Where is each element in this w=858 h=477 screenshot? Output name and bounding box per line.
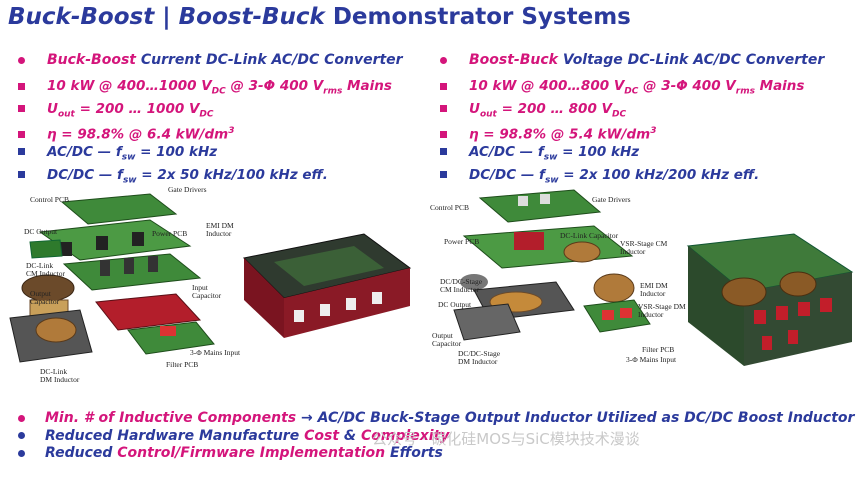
bullet-square-icon <box>440 131 447 139</box>
left-label-4: EMI DM Inductor <box>206 221 234 238</box>
bullet-dot-icon <box>18 56 25 64</box>
right-label-4: VSR-Stage CM Inductor <box>620 239 668 256</box>
title-part-buck-boost: Buck-Boost <box>8 4 155 30</box>
left-label-10: Filter PCB <box>166 360 199 369</box>
left-photo <box>234 228 412 340</box>
left-label-9: DC-Link DM Inductor <box>40 367 80 384</box>
right-spec-acdc: AC/DC — fsw = 100 kHz <box>440 144 858 167</box>
left-spec-efficiency: η = 98.8% @ 6.4 kW/dm3 <box>18 123 438 144</box>
right-label-6: EMI DM Inductor <box>640 281 668 298</box>
summary-bullets: Min. # of Inductive Components → AC/DC B… <box>18 410 854 463</box>
title-part-boost-buck: Boost-Buck <box>178 4 325 30</box>
left-column: Buck-Boost Current DC-Link AC/DC Convert… <box>18 52 438 189</box>
left-heading-rest: Current DC-Link AC/DC Converter <box>136 52 403 68</box>
summary-bullet-2: Reduced Control/Firmware Implementation … <box>18 445 854 463</box>
right-column: Boost-Buck Voltage DC-Link AC/DC Convert… <box>440 52 858 189</box>
left-label-8: 3-Φ Mains Input <box>190 348 241 357</box>
right-label-5: DC/DC-Stage CM Inductor <box>440 277 483 294</box>
bullet-square-icon <box>440 105 447 113</box>
left-heading-mag: Buck-Boost <box>47 52 136 68</box>
left-heading: Buck-Boost Current DC-Link AC/DC Convert… <box>18 52 438 68</box>
right-spec-efficiency: η = 98.8% @ 5.4 kW/dm3 <box>440 123 858 144</box>
right-label-8: VSR-Stage DM Inductor <box>638 302 686 319</box>
left-spec-power: 10 kW @ 400…1000 VDC @ 3-Φ 400 Vrms Main… <box>18 78 438 101</box>
right-exploded-view <box>424 182 684 378</box>
bullet-square-icon <box>18 148 25 156</box>
right-label-7: DC Output <box>438 300 472 309</box>
summary-bullet-0: Min. # of Inductive Components → AC/DC B… <box>18 410 854 428</box>
title-separator: | <box>154 4 179 30</box>
bullet-dot-icon <box>18 449 25 457</box>
left-specs: 10 kW @ 400…1000 VDC @ 3-Φ 400 Vrms Main… <box>18 78 438 189</box>
right-specs: 10 kW @ 400…800 VDC @ 3-Φ 400 Vrms Mains… <box>440 78 858 189</box>
bullet-square-icon <box>18 171 25 179</box>
summary-bullet-1: Reduced Hardware Manufacture Cost & Comp… <box>18 428 854 446</box>
right-spec-power: 10 kW @ 400…800 VDC @ 3-Φ 400 Vrms Mains <box>440 78 858 101</box>
left-label-0: Control PCB <box>30 195 69 204</box>
left-label-1: Gate Drivers <box>168 185 207 194</box>
right-heading-mag: Boost-Buck <box>469 52 558 68</box>
bullet-square-icon <box>440 82 447 90</box>
right-label-9: Output Capacitor <box>432 331 462 348</box>
left-label-2: DC Output <box>24 227 58 236</box>
right-heading: Boost-Buck Voltage DC-Link AC/DC Convert… <box>440 52 858 68</box>
right-photo <box>684 232 856 370</box>
right-heading-rest: Voltage DC-Link AC/DC Converter <box>558 52 825 68</box>
bullet-dot-icon <box>440 56 447 64</box>
left-label-3: Power PCB <box>152 229 188 238</box>
watermark: 公众号 · 碳化硅MOS与SiC模块技术漫谈 <box>372 430 640 448</box>
bullet-square-icon <box>18 105 25 113</box>
bullet-square-icon <box>18 82 25 90</box>
left-label-6: Output Capacitor <box>30 289 60 306</box>
left-label-7: Input Capacitor <box>192 283 222 300</box>
left-exploded-view <box>0 180 230 380</box>
right-photo-drawing <box>686 233 854 366</box>
right-label-12: 3-Φ Mains Input <box>626 355 677 364</box>
right-spec-uout: Uout = 200 … 800 VDC <box>440 101 858 124</box>
page-title: Buck-Boost | Boost-Buck Demonstrator Sys… <box>8 4 631 30</box>
left-photo-drawing <box>242 233 412 338</box>
left-label-5: DC-Link CM Inductor <box>26 261 65 278</box>
left-spec-uout: Uout = 200 … 1000 VDC <box>18 101 438 124</box>
left-spec-acdc: AC/DC — fsw = 100 kHz <box>18 144 438 167</box>
right-spec-dcdc: DC/DC — fsw = 2x 100 kHz/200 kHz eff. <box>440 167 858 190</box>
bullet-square-icon <box>440 171 447 179</box>
right-label-2: DC-Link Capacitor <box>560 231 619 240</box>
right-label-11: Filter PCB <box>642 345 675 354</box>
left-exploded-drawing <box>9 193 215 363</box>
right-label-1: Gate Drivers <box>592 195 631 204</box>
bullet-square-icon <box>18 131 25 139</box>
right-label-0: Control PCB <box>430 203 469 212</box>
right-label-3: Power PCB <box>444 237 480 246</box>
bullet-dot-icon <box>18 414 25 422</box>
bullet-dot-icon <box>18 432 25 439</box>
bullet-square-icon <box>440 148 447 156</box>
right-label-10: DC/DC-Stage DM Inductor <box>458 349 501 366</box>
right-exploded-drawing <box>453 189 651 341</box>
left-spec-dcdc: DC/DC — fsw = 2x 50 kHz/100 kHz eff. <box>18 167 438 190</box>
title-rest: Demonstrator Systems <box>324 4 631 30</box>
